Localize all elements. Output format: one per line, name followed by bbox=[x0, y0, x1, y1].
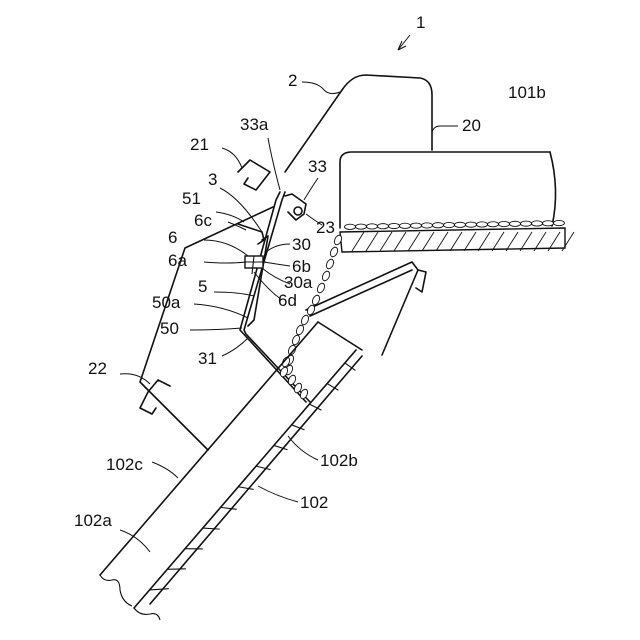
member-51 bbox=[238, 224, 264, 244]
grain bbox=[367, 224, 378, 229]
label-5: 5 bbox=[198, 277, 207, 296]
grain bbox=[287, 344, 297, 356]
chute-wall-tick bbox=[167, 569, 186, 570]
grain bbox=[316, 282, 326, 294]
grain bbox=[543, 221, 554, 226]
grain bbox=[325, 258, 335, 270]
label-102a: 102a bbox=[74, 511, 112, 530]
grain bbox=[532, 221, 543, 226]
chute-wall-tick bbox=[203, 528, 220, 529]
grain bbox=[389, 223, 400, 228]
label-102b: 102b bbox=[320, 451, 358, 470]
label-33a: 33a bbox=[240, 115, 269, 134]
cover-housing bbox=[342, 75, 432, 150]
grain bbox=[300, 314, 310, 326]
label-33: 33 bbox=[308, 157, 327, 176]
grain bbox=[433, 223, 444, 228]
falling-grains bbox=[279, 234, 343, 400]
label-50a: 50a bbox=[152, 293, 181, 312]
hatched-floor-plate bbox=[340, 228, 565, 252]
label-30a: 30a bbox=[284, 273, 313, 292]
chute-wall-tick bbox=[221, 507, 237, 509]
label-101b: 101b bbox=[508, 83, 546, 102]
grain bbox=[287, 374, 297, 386]
label-51: 51 bbox=[182, 189, 201, 208]
grain bbox=[499, 221, 510, 226]
label-22: 22 bbox=[88, 359, 107, 378]
hopper-side-curve bbox=[550, 152, 556, 226]
grain bbox=[321, 270, 331, 282]
grain bbox=[400, 223, 411, 228]
grain bbox=[455, 222, 466, 227]
label-23: 23 bbox=[316, 218, 335, 237]
grain bbox=[521, 221, 532, 226]
chute-break-left bbox=[100, 575, 132, 606]
label-50: 50 bbox=[160, 319, 179, 338]
bracket-21 bbox=[238, 160, 270, 190]
grain bbox=[554, 220, 565, 225]
grain bbox=[411, 223, 422, 228]
grain bbox=[356, 224, 367, 229]
grain bbox=[295, 324, 305, 336]
label-2: 2 bbox=[288, 71, 297, 90]
grain bbox=[444, 222, 455, 227]
grain bbox=[510, 221, 521, 226]
grain bbox=[345, 224, 356, 229]
label-21: 21 bbox=[190, 135, 209, 154]
label-31: 31 bbox=[198, 349, 217, 368]
label-1-arrow bbox=[398, 35, 410, 50]
chute-top-cap bbox=[318, 322, 362, 350]
chute-wall-tick bbox=[238, 487, 253, 490]
grain bbox=[378, 224, 389, 229]
label-102: 102 bbox=[300, 493, 328, 512]
chute-break-right bbox=[134, 608, 160, 620]
label-6c: 6c bbox=[194, 211, 212, 230]
hopper-box bbox=[340, 152, 550, 228]
label-6d: 6d bbox=[278, 291, 297, 310]
grain bbox=[422, 223, 433, 228]
grain bbox=[477, 222, 488, 227]
label-1: 1 bbox=[416, 13, 425, 32]
grain bbox=[488, 222, 499, 227]
label-6: 6 bbox=[168, 228, 177, 247]
chute-wall-tick bbox=[150, 589, 169, 590]
label-20: 20 bbox=[462, 116, 481, 135]
grain bbox=[329, 246, 339, 258]
label-30: 30 bbox=[292, 235, 311, 254]
grain bbox=[466, 222, 477, 227]
label-3: 3 bbox=[208, 170, 217, 189]
label-102c: 102c bbox=[106, 455, 143, 474]
cover-lower-right bbox=[382, 270, 418, 355]
part-33-hole bbox=[294, 207, 302, 215]
label-6a: 6a bbox=[168, 251, 187, 270]
